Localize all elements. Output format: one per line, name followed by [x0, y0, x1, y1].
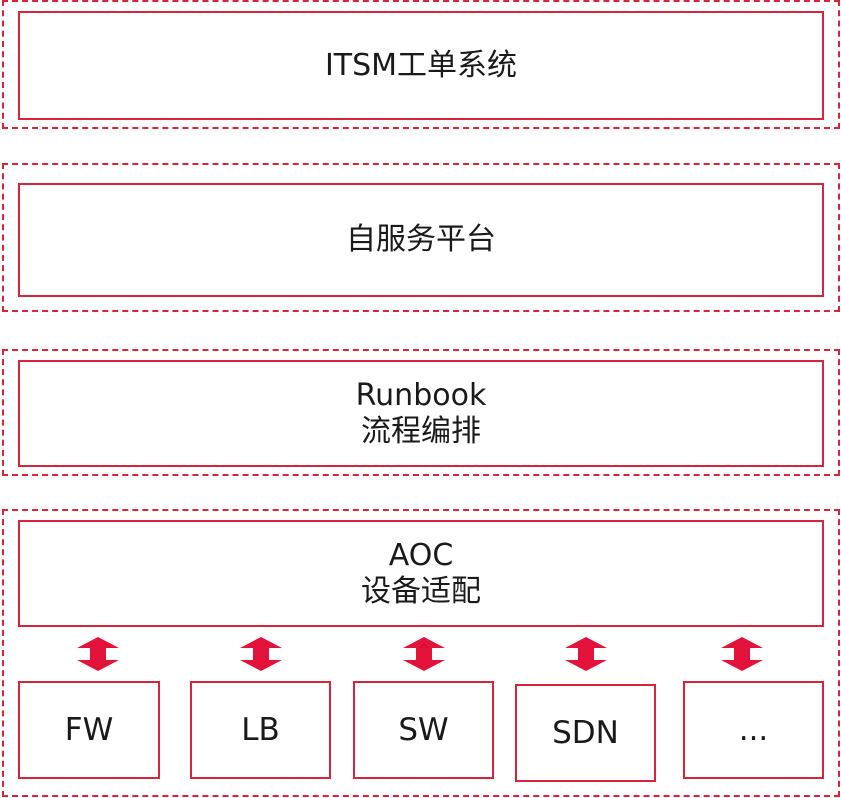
device-label: FW [64, 712, 114, 748]
aoc-box: AOC 设备适配 [18, 520, 824, 627]
double-arrow-icon [565, 637, 607, 671]
device-label: SDN [552, 715, 619, 751]
itsm-layer [2, 0, 840, 129]
itsm-title: ITSM工单系统 [324, 47, 518, 83]
self-service-title: 自服务平台 [346, 222, 496, 257]
device-box-more: ... [683, 681, 824, 779]
device-label: LB [241, 712, 280, 748]
device-label: SW [398, 712, 449, 748]
double-arrow-icon [77, 637, 119, 671]
aoc-title: AOC [388, 537, 454, 573]
runbook-box: Runbook 流程编排 [18, 360, 824, 467]
device-box-sdn: SDN [515, 684, 656, 782]
double-arrow-icon [403, 637, 445, 671]
self-service-layer [2, 163, 840, 312]
runbook-title: Runbook [355, 377, 487, 413]
self-service-box: 自服务平台 [18, 183, 824, 297]
aoc-subtitle: 设备适配 [361, 573, 481, 609]
device-label: ... [738, 712, 769, 748]
runbook-layer [2, 349, 840, 476]
runbook-subtitle: 流程编排 [361, 413, 481, 449]
device-box-fw: FW [18, 681, 160, 779]
device-box-lb: LB [190, 681, 331, 779]
double-arrow-icon [240, 637, 282, 671]
double-arrow-icon [721, 637, 763, 671]
device-box-sw: SW [353, 681, 494, 779]
itsm-box: ITSM工单系统 [18, 11, 824, 120]
aoc-layer [2, 509, 840, 797]
